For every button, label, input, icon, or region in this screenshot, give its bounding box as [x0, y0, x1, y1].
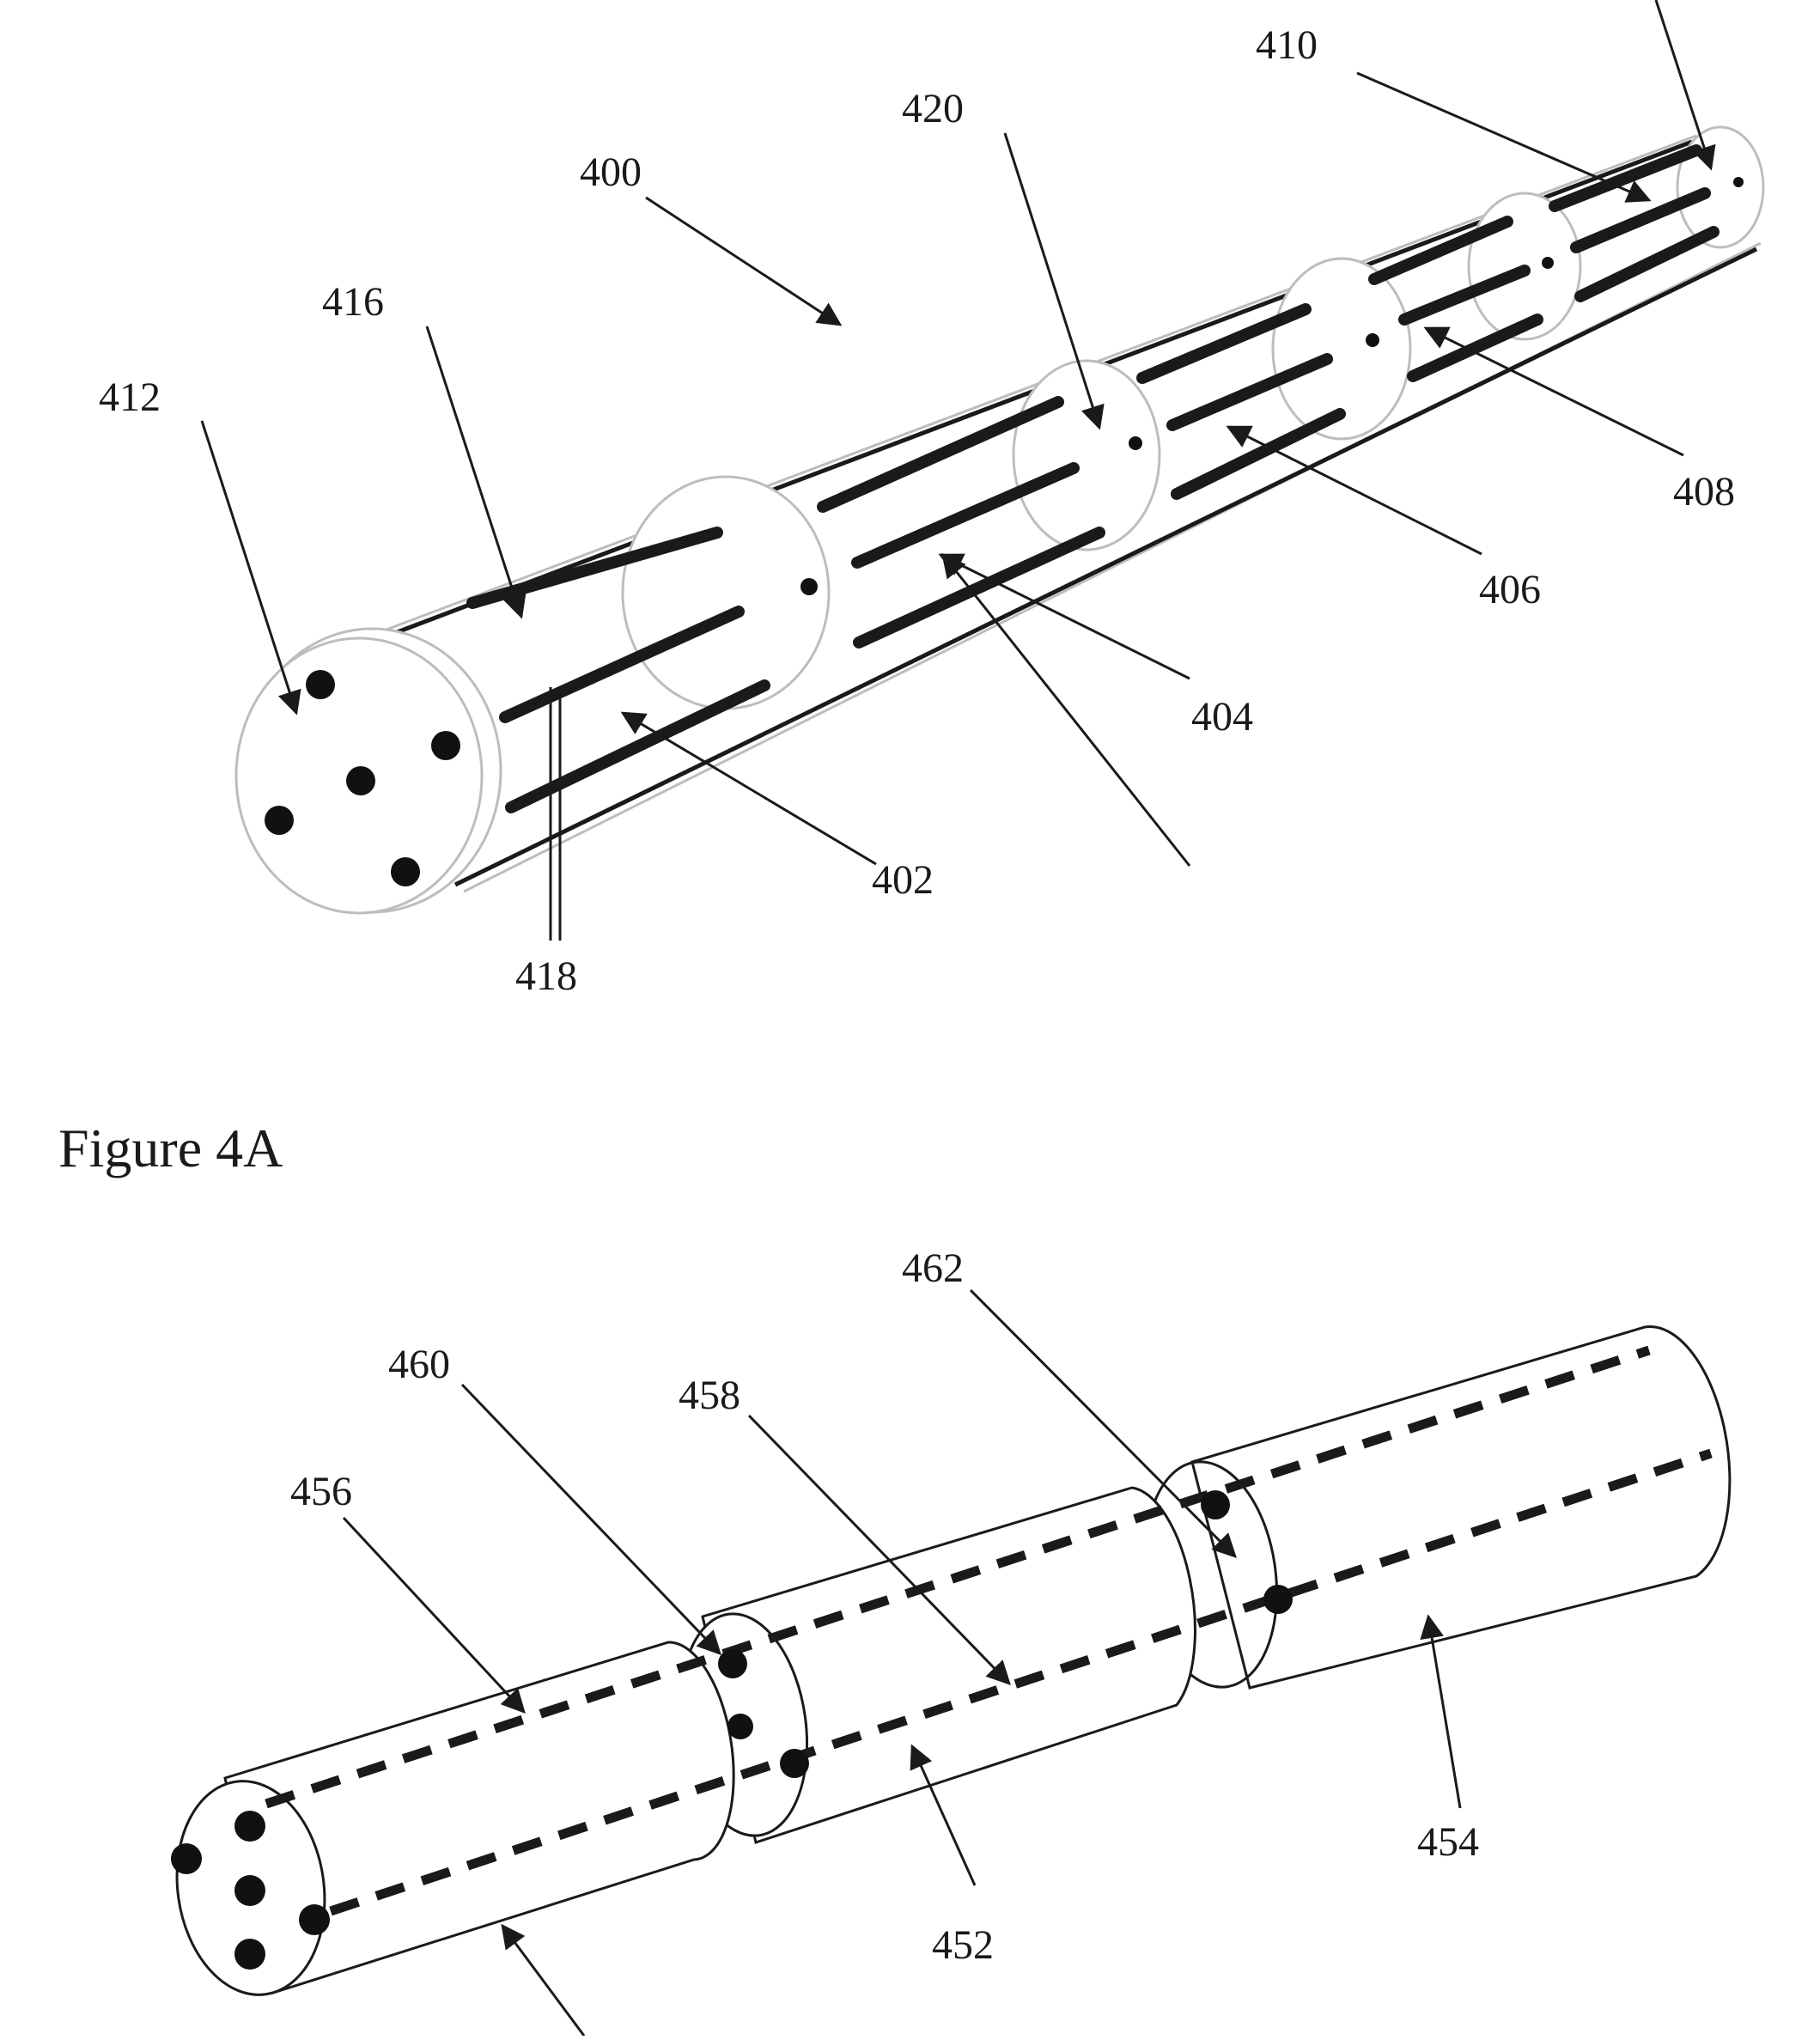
wire-408-mid: [1398, 265, 1531, 326]
contact-dot-406: [1366, 333, 1379, 347]
conductor-wires: [466, 144, 1720, 813]
wire-404-bottom: [853, 527, 1105, 649]
wire-404-top: [817, 396, 1064, 513]
wire-410-top: [1549, 144, 1702, 212]
conductor-dashed-bottom: [329, 1448, 1713, 1916]
body-bottom-shadow: [453, 247, 1758, 887]
end-contact-5: [234, 1939, 265, 1970]
label-452: 452: [932, 1922, 994, 1968]
label-400: 400: [580, 149, 642, 195]
label-408: 408: [1673, 469, 1735, 515]
segment-454-body: [1190, 1325, 1732, 1690]
wire-404-mid: [851, 462, 1080, 569]
end-face-contact-1: [306, 670, 335, 699]
wire-410-bottom: [1574, 226, 1720, 302]
leader-lines-4b: [342, 1288, 1462, 2037]
contact-dot-404: [1129, 436, 1142, 450]
leader-452: [910, 1744, 977, 1886]
body-top-edge: [351, 134, 1697, 644]
leader-454: [1420, 1614, 1462, 1809]
leader-416: [425, 326, 527, 619]
label-416: 416: [322, 279, 384, 325]
contact-dot-410: [1733, 177, 1744, 187]
label-406: 406: [1479, 567, 1541, 612]
reference-numerals-4a: 400 402 404 406 408 410 412 416 418 420: [99, 22, 1735, 999]
wire-406-bottom: [1171, 408, 1346, 500]
end-face-contact-4: [265, 806, 294, 835]
dashed-conductors: [265, 1345, 1713, 1916]
joint-dot-460-mid: [727, 1714, 753, 1739]
joint-dot-462-top: [1201, 1490, 1230, 1519]
segment-contact-dots: [800, 177, 1744, 595]
label-456: 456: [290, 1469, 352, 1514]
end-contact-1: [171, 1843, 202, 1874]
segment-454: [1143, 1325, 1732, 1690]
label-460: 460: [388, 1342, 450, 1387]
label-458: 458: [679, 1373, 740, 1418]
segment-452-body: [701, 1486, 1196, 1844]
leader-406: [1226, 425, 1482, 556]
contact-dot-402: [800, 578, 818, 595]
contact-dot-408: [1542, 257, 1554, 269]
wire-406-mid: [1166, 353, 1333, 431]
joint-dot-460-bottom: [780, 1749, 809, 1778]
wire-408-top: [1368, 216, 1513, 285]
joint-contact-dots: [718, 1490, 1293, 1778]
end-face-contact-3: [346, 766, 375, 795]
leader-410b: [1654, 0, 1716, 171]
wire-406-top: [1136, 303, 1312, 384]
wire-bottom-a: [505, 679, 770, 813]
label-402: 402: [872, 857, 934, 903]
segment-450: [171, 1641, 735, 1996]
wire-408-bottom: [1407, 314, 1543, 382]
end-contact-2: [234, 1811, 265, 1842]
label-404: 404: [1191, 694, 1253, 740]
leader-460: [460, 1383, 721, 1656]
leader-462: [969, 1288, 1237, 1558]
leader-408: [1423, 326, 1684, 457]
leader-400: [645, 196, 843, 326]
leader-410: [1356, 71, 1652, 203]
end-face-contact-2: [431, 731, 460, 760]
leader-402-body: [941, 552, 1191, 867]
figure-4a-caption: Figure 4A: [58, 1117, 283, 1178]
leader-404: [938, 553, 1190, 680]
segment-402-ring: [621, 475, 831, 710]
wire-418-mid: [499, 606, 745, 723]
reference-numerals-4b: 452 454 456 458 460 462: [290, 1245, 1479, 1968]
label-418: 418: [515, 953, 577, 999]
conductor-dashed-top: [265, 1345, 1651, 1809]
label-420: 420: [902, 86, 964, 131]
figure-4b: 452 454 456 458 460 462: [171, 1245, 1732, 2037]
figure-4a: 400 402 404 406 408 410 412 416 418 420 …: [58, 0, 1765, 1178]
label-454: 454: [1417, 1819, 1479, 1865]
label-410: 410: [1256, 22, 1318, 68]
leader-420: [1003, 132, 1105, 430]
joint-dot-460-top: [718, 1649, 747, 1678]
label-412: 412: [99, 375, 161, 420]
end-contact-4: [299, 1904, 330, 1935]
body-top-shadow: [360, 139, 1693, 649]
joint-dot-462-bottom: [1263, 1585, 1293, 1614]
leader-lines-4a: [200, 0, 1716, 941]
end-face-412: [234, 627, 502, 915]
wire-410-mid: [1570, 187, 1711, 253]
leader-458: [747, 1414, 1011, 1686]
end-face-contact-5: [391, 857, 420, 886]
leader-402: [620, 711, 877, 866]
segment-410-end: [1676, 125, 1765, 249]
leader-456: [342, 1516, 526, 1714]
leader-412: [200, 420, 301, 716]
label-462: 462: [902, 1245, 964, 1291]
leader-450: [501, 1923, 586, 2037]
end-contact-3: [234, 1875, 265, 1906]
